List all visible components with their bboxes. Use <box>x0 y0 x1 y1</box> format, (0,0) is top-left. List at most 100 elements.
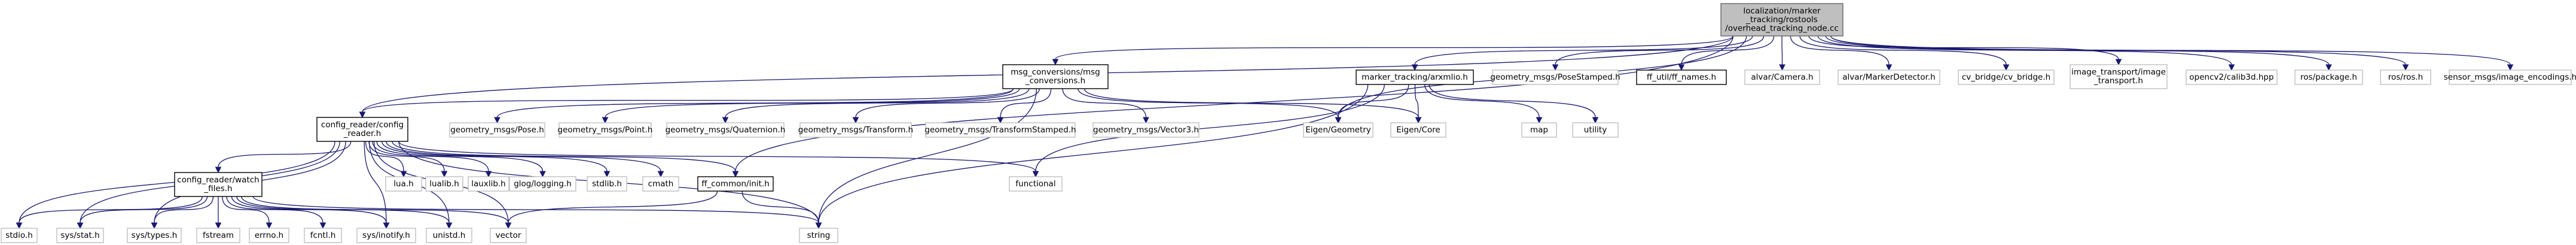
node-box <box>196 228 240 243</box>
node-label: config_reader/watch <box>177 176 259 185</box>
node-label: _files.h <box>203 184 232 193</box>
edge-watch-files-to-sys-inotify <box>231 196 390 229</box>
edge-line <box>154 196 214 223</box>
node-label: _reader.h <box>343 129 381 138</box>
edge-watch-files-to-vector <box>241 196 512 229</box>
node-box <box>1720 3 1844 37</box>
edge-watch-files-to-errno <box>222 196 273 229</box>
edge-line <box>1790 35 1890 65</box>
arrow-head <box>445 222 453 229</box>
edge-line <box>241 196 509 223</box>
edge-line <box>1062 88 1147 118</box>
node-label: Eigen/Core <box>1396 125 1440 135</box>
node-vector3: geometry_msgs/Vector3.h <box>1092 122 1200 138</box>
arrow-head <box>2115 59 2122 66</box>
edge-msg-conv-to-transform-stamped <box>997 88 1052 124</box>
arrow-head <box>494 117 500 124</box>
node-lualib: lualib.h <box>425 176 463 192</box>
edge-watch-files-to-sys-types <box>151 196 214 229</box>
edge-config-reader-to-stdlib <box>381 141 611 178</box>
node-alvar-marker: alvar/MarkerDetector.h <box>1838 69 1940 85</box>
node-box <box>1002 64 1109 89</box>
edge-line <box>818 88 1037 223</box>
node-label: ros/ros.h <box>2388 72 2424 82</box>
node-msg-conv[interactable]: msg_conversions/msg_conversions.h <box>1002 64 1109 89</box>
arrow-head <box>1592 117 1599 124</box>
edge-watch-files-to-string <box>252 196 822 229</box>
node-box <box>1303 122 1374 138</box>
arrow-head <box>151 222 158 229</box>
node-config-reader[interactable]: config_reader/config_reader.h <box>316 117 408 142</box>
node-label: sys/inotify.h <box>362 231 410 240</box>
node-box <box>642 176 679 192</box>
node-label: ff_util/ff_names.h <box>1647 72 1716 82</box>
edge-line <box>231 196 387 223</box>
edge-ff-common-to-vector <box>505 190 718 229</box>
node-label: functional <box>1015 179 1055 189</box>
arrow-head <box>16 222 23 229</box>
edge-line <box>818 84 1369 223</box>
arrow-head <box>1678 64 1685 71</box>
node-watch-files[interactable]: config_reader/watch_files.h <box>174 172 263 197</box>
node-box <box>316 117 408 142</box>
node-box <box>799 228 838 243</box>
arrow-head <box>1335 117 1342 124</box>
node-sensor-img: sensor_msgs/image_encodings.h <box>2444 69 2576 85</box>
node-label: glog/logging.h <box>514 179 572 189</box>
node-box <box>2449 69 2572 85</box>
node-box <box>1492 69 1619 85</box>
node-marker-io[interactable]: marker_tracking/arxmlio.h <box>1356 69 1474 85</box>
node-label: stdio.h <box>5 231 33 240</box>
node-label: /overhead_tracking_node.cc <box>1725 23 1839 33</box>
node-stdio: stdio.h <box>1 228 38 243</box>
node-ff-common[interactable]: ff_common/init.h <box>697 176 774 192</box>
node-label: _transport.h <box>2093 76 2143 86</box>
edge-marker-io-to-string <box>815 84 1369 229</box>
edge-line <box>218 141 352 168</box>
arrow-head <box>265 222 273 229</box>
node-box <box>799 122 912 138</box>
edge-msg-conv-to-quaternion <box>722 88 1030 124</box>
node-box <box>1 228 38 243</box>
node-label: geometry_msgs/PoseStamped.h <box>1490 72 1620 82</box>
node-label: geometry_msgs/Pose.h <box>450 125 544 135</box>
edge-marker-io-to-eigen-core <box>1414 84 1422 124</box>
edge-marker-io-to-utility <box>1429 84 1599 124</box>
node-label: geometry_msgs/Transform.h <box>798 125 914 135</box>
arrow-head <box>359 111 366 119</box>
node-label: config_reader/config <box>321 120 404 130</box>
edge-line <box>1338 84 1409 118</box>
node-opencv-calib: opencv2/calib3d.hpp <box>2186 69 2278 85</box>
node-cv-bridge: cv_bridge/cv_bridge.h <box>1958 69 2055 85</box>
node-label: alvar/MarkerDetector.h <box>1842 72 1935 82</box>
node-stdlib: stdlib.h <box>587 176 627 192</box>
node-label: unistd.h <box>433 231 466 240</box>
node-box <box>249 228 289 243</box>
edge-line <box>365 141 404 172</box>
edge-config-reader-to-functional <box>398 141 1039 178</box>
arrow-head <box>1052 59 1059 66</box>
arrow-head <box>319 222 326 229</box>
node-alvar-camera: alvar/Camera.h <box>1744 69 1820 85</box>
node-ff-names[interactable]: ff_util/ff_names.h <box>1636 69 1727 85</box>
node-unistd: unistd.h <box>426 228 472 243</box>
edge-root-to-opencv-calib <box>1817 35 2235 71</box>
edge-config-reader-to-glog <box>376 141 546 178</box>
arrow-head <box>383 222 390 229</box>
edge-config-reader-to-ff-common <box>392 141 739 178</box>
node-box <box>1521 122 1557 138</box>
edge-line <box>1414 35 1753 65</box>
edge-root-to-image-transport <box>1808 35 2122 66</box>
edge-line <box>725 88 1030 118</box>
node-eigen-core: Eigen/Core <box>1390 122 1446 138</box>
node-box <box>1636 69 1727 85</box>
edge-root-to-alvar-marker <box>1790 35 1893 71</box>
edge-line <box>252 196 819 223</box>
node-root[interactable]: localization/marker_tracking/rostools/ov… <box>1720 3 1844 37</box>
node-point: geometry_msgs/Point.h <box>558 122 652 138</box>
node-transform-stamped: geometry_msgs/TransformStamped.h <box>924 122 1076 138</box>
node-label: stdlib.h <box>592 179 622 189</box>
node-label: sys/stat.h <box>60 231 99 240</box>
edge-line <box>1830 35 2511 65</box>
